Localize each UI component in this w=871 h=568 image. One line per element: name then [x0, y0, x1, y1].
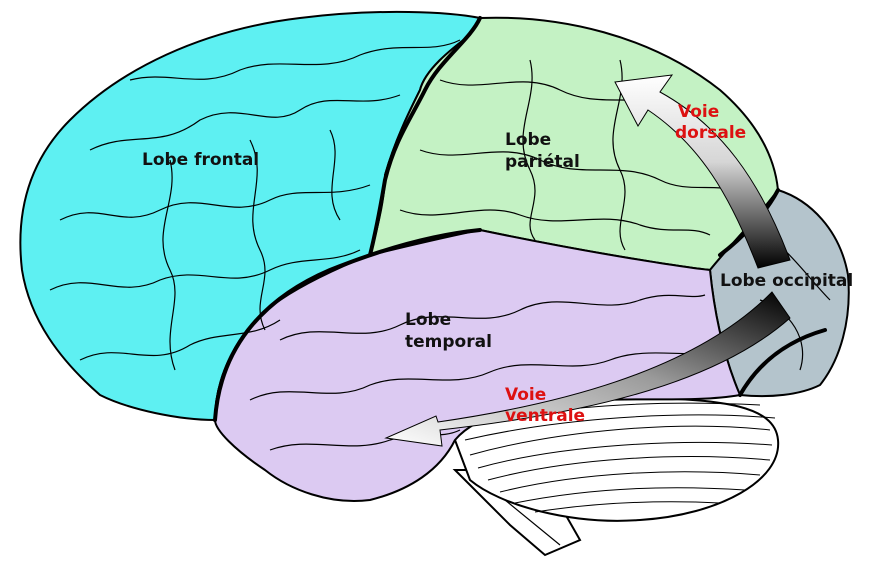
label-occipital-lobe: Lobe occipital [720, 271, 853, 292]
label-parietal-lobe-line2: pariétal [505, 152, 580, 173]
label-dorsal-pathway-line1: Voie [678, 102, 719, 123]
label-frontal-lobe: Lobe frontal [142, 150, 259, 171]
label-dorsal-pathway-line2: dorsale [675, 123, 746, 144]
label-parietal-lobe-line1: Lobe [505, 130, 551, 151]
label-ventral-pathway-line1: Voie [505, 385, 546, 406]
label-ventral-pathway-line2: ventrale [505, 406, 585, 427]
label-temporal-lobe-line1: Lobe [405, 310, 451, 331]
label-temporal-lobe-line2: temporal [405, 332, 492, 353]
